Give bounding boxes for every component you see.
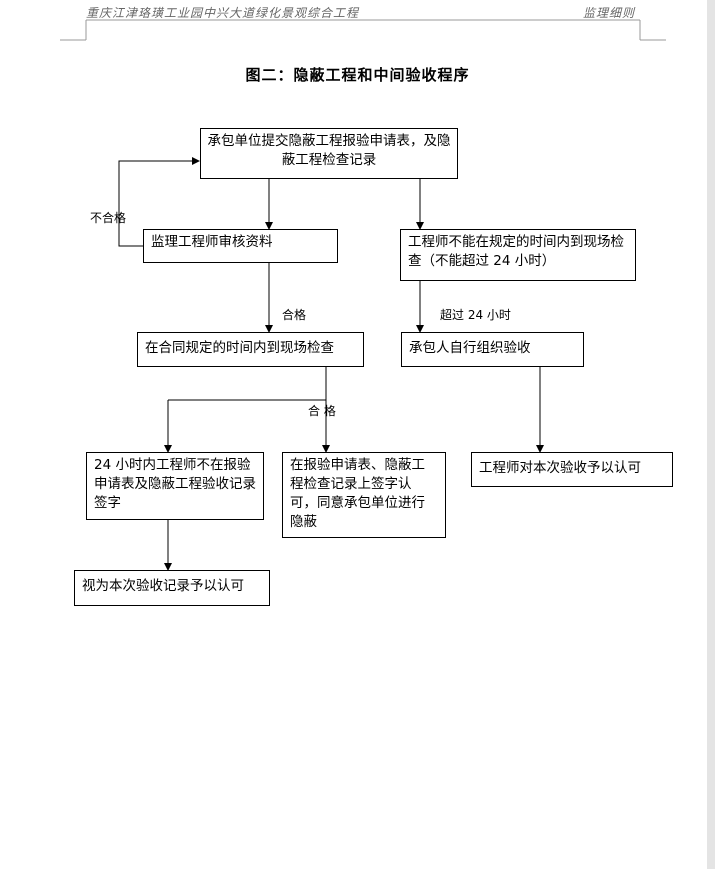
box-self-acceptance: 承包人自行组织验收	[401, 332, 584, 367]
label-pass-inspection: 合 格	[308, 404, 336, 418]
box-engineer-review: 监理工程师审核资料	[143, 229, 338, 263]
box-submit-application: 承包单位提交隐蔽工程报验申请表，及隐蔽工程检查记录	[200, 128, 458, 179]
box-sign-approve: 在报验申请表、隐蔽工程检查记录上签字认可，同意承包单位进行隐蔽	[282, 452, 446, 538]
box-deemed-recognized: 视为本次验收记录予以认可	[74, 570, 270, 606]
box-sign-approve-text: 在报验申请表、隐蔽工程检查记录上签字认可，同意承包单位进行隐蔽	[290, 457, 425, 530]
box-deemed-recognized-text: 视为本次验收记录予以认可	[82, 578, 244, 594]
box-submit-text: 承包单位提交隐蔽工程报验申请表，及隐蔽工程检查记录	[207, 133, 451, 168]
box-engineer-recognize: 工程师对本次验收予以认可	[471, 452, 673, 487]
box-site-inspection: 在合同规定的时间内到现场检查	[137, 332, 364, 367]
loop-fail-back	[118, 157, 200, 247]
box-cannot-inspect: 工程师不能在规定的时间内到现场检查（不能超过 24 小时）	[400, 229, 636, 281]
box-engineer-recognize-text: 工程师对本次验收予以认可	[479, 460, 641, 476]
diagram-title: 图二：隐蔽工程和中间验收程序	[245, 66, 470, 84]
box-review-text: 监理工程师审核资料	[151, 234, 273, 250]
page-edge	[707, 0, 715, 869]
box-cannot-inspect-text: 工程师不能在规定的时间内到现场检查（不能超过 24 小时）	[408, 234, 624, 269]
box-site-inspection-text: 在合同规定的时间内到现场检查	[145, 340, 334, 356]
header-project-name: 重庆江津珞璜工业园中兴大道绿化景观综合工程	[86, 6, 360, 20]
header-section-name: 监理细则	[582, 6, 635, 20]
label-fail: 不合格	[90, 211, 127, 225]
box-self-acceptance-text: 承包人自行组织验收	[409, 340, 531, 356]
box-no-sign-text: 24 小时内工程师不在报验申请表及隐蔽工程验收记录签字	[94, 457, 256, 511]
box-no-sign-24h: 24 小时内工程师不在报验申请表及隐蔽工程验收记录签字	[86, 452, 264, 520]
label-over-24h: 超过 24 小时	[440, 308, 511, 322]
label-pass-review: 合格	[282, 308, 307, 322]
